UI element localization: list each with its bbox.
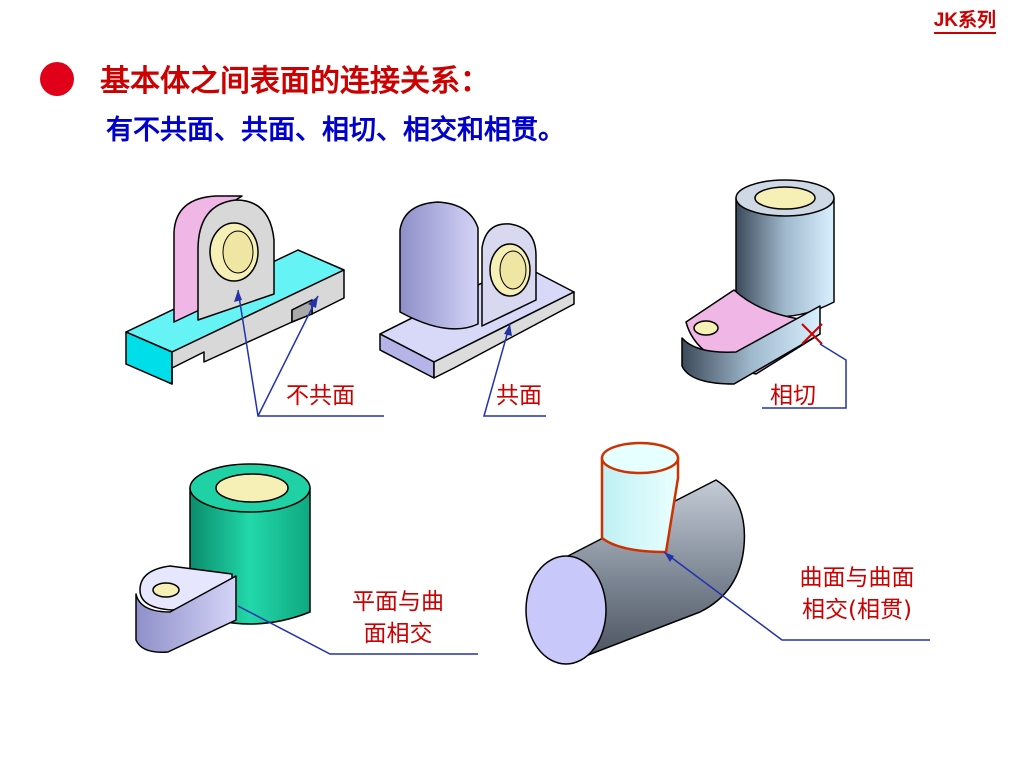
figure-coplanar	[379, 201, 575, 379]
leader-arrowheads	[234, 290, 674, 562]
label-curve-curve-intersect: 曲面与曲面 相交(相贯)	[782, 562, 932, 626]
slide-heading: 基本体之间表面的连接关系：	[100, 64, 490, 99]
figure-curve-curve-intersect	[525, 441, 746, 665]
leader-tangent	[762, 343, 847, 409]
leader-curve-curve	[663, 551, 930, 641]
figure-not-coplanar	[125, 195, 345, 385]
slide-subheading: 有不共面、共面、相切、相交和相贯。	[106, 115, 565, 146]
label-coplanar: 共面	[496, 383, 542, 409]
figure-tangent	[681, 179, 835, 385]
label-plane-curve-line1: 平面与曲	[352, 589, 444, 615]
label-curve-curve-line2: 相交(相贯)	[802, 597, 912, 623]
leader-coplanar	[483, 323, 546, 417]
label-curve-curve-line1: 曲面与曲面	[799, 565, 915, 591]
leader-not-coplanar-b	[257, 295, 319, 417]
label-plane-curve-line2: 面相交	[363, 621, 433, 647]
label-not-coplanar: 不共面	[286, 383, 355, 409]
label-tangent: 相切	[770, 383, 816, 409]
series-tag: JK系列	[933, 10, 996, 34]
bullet-dot	[40, 62, 74, 96]
figure-plane-curve-intersect	[135, 463, 311, 653]
leader-lines	[237, 289, 930, 655]
leader-plane-curve	[237, 605, 478, 655]
label-plane-curve-intersect: 平面与曲 面相交	[340, 586, 456, 650]
